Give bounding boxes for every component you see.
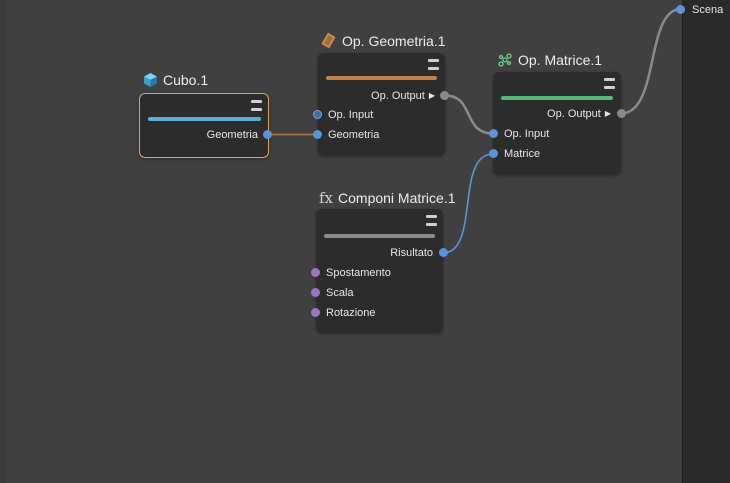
componi-color-bar bbox=[324, 234, 435, 238]
op-matrice-input-matrice-port[interactable] bbox=[489, 149, 498, 158]
wire-geometria-to-matrice-op-input[interactable] bbox=[444, 94, 494, 135]
op-geometria-menu-icon[interactable] bbox=[428, 59, 439, 70]
wire-matrice-output-to-scena[interactable] bbox=[620, 7, 682, 115]
cubo-output-geometria-port[interactable] bbox=[263, 130, 272, 139]
op-geometria-output-port[interactable] bbox=[440, 91, 449, 100]
fx-icon: fx bbox=[319, 189, 334, 207]
op-matrice-output-label: Op. Output▶ bbox=[547, 108, 611, 120]
op-geometria-output-label: Op. Output▶ bbox=[371, 90, 435, 102]
cubo-node-title[interactable]: Cubo.1 bbox=[143, 72, 208, 88]
componi-node[interactable]: Risultato Spostamento Scala Rotazione bbox=[316, 209, 443, 333]
expand-triangle-icon[interactable]: ▶ bbox=[428, 91, 435, 100]
componi-input-rotazione-port[interactable] bbox=[311, 308, 320, 317]
op-matrice-menu-icon[interactable] bbox=[604, 78, 615, 89]
cubo-node[interactable]: Geometria bbox=[139, 93, 269, 158]
cubo-menu-icon[interactable] bbox=[251, 100, 262, 111]
op-geometria-input-geometria-label: Geometria bbox=[328, 129, 380, 141]
op-matrice-title-text: Op. Matrice.1 bbox=[518, 52, 603, 68]
componi-input-scala-label: Scala bbox=[326, 287, 354, 299]
op-geometria-color-bar bbox=[326, 76, 437, 80]
op-geometria-node[interactable]: Op. Output▶ Op. Input Geometria bbox=[318, 53, 445, 156]
cube-icon bbox=[143, 72, 158, 88]
componi-input-spostamento-label: Spostamento bbox=[326, 267, 391, 279]
op-matrice-input-op-label: Op. Input bbox=[504, 128, 550, 140]
op-matrice-output-port[interactable] bbox=[617, 109, 626, 118]
canvas-left-edge bbox=[0, 0, 6, 483]
expand-triangle-icon[interactable]: ▶ bbox=[604, 109, 611, 118]
scene-label: Scena bbox=[692, 4, 724, 16]
componi-input-spostamento-port[interactable] bbox=[311, 268, 320, 277]
op-matrice-input-op-port[interactable] bbox=[489, 129, 498, 138]
op-geometria-input-op-label: Op. Input bbox=[328, 109, 374, 121]
op-geometria-input-op-port[interactable] bbox=[313, 110, 322, 119]
componi-input-scala-port[interactable] bbox=[311, 288, 320, 297]
scene-input-port[interactable] bbox=[676, 5, 685, 14]
cubo-output-geometria-label: Geometria bbox=[206, 129, 258, 141]
op-geometria-input-geometria-port[interactable] bbox=[313, 130, 322, 139]
op-matrice-input-matrice-label: Matrice bbox=[504, 148, 541, 160]
cubo-color-bar bbox=[148, 117, 261, 121]
componi-menu-icon[interactable] bbox=[426, 215, 437, 226]
cubo-title-text: Cubo.1 bbox=[163, 72, 209, 88]
componi-output-risultato-label: Risultato bbox=[390, 247, 433, 259]
op-geometria-title-text: Op. Geometria.1 bbox=[342, 33, 446, 49]
componi-input-rotazione-label: Rotazione bbox=[326, 307, 376, 319]
componi-title-text: Componi Matrice.1 bbox=[338, 190, 456, 206]
geometry-op-icon bbox=[321, 33, 337, 49]
op-matrice-node-title[interactable]: Op. Matrice.1 bbox=[497, 52, 602, 68]
matrix-op-icon bbox=[497, 52, 513, 68]
scene-panel bbox=[682, 0, 730, 483]
op-geometria-node-title[interactable]: Op. Geometria.1 bbox=[321, 33, 446, 49]
op-matrice-node[interactable]: Op. Output▶ Op. Input Matrice bbox=[493, 72, 621, 175]
componi-node-title[interactable]: fx Componi Matrice.1 bbox=[319, 189, 456, 207]
op-matrice-color-bar bbox=[501, 96, 613, 100]
componi-output-risultato-port[interactable] bbox=[439, 248, 448, 257]
